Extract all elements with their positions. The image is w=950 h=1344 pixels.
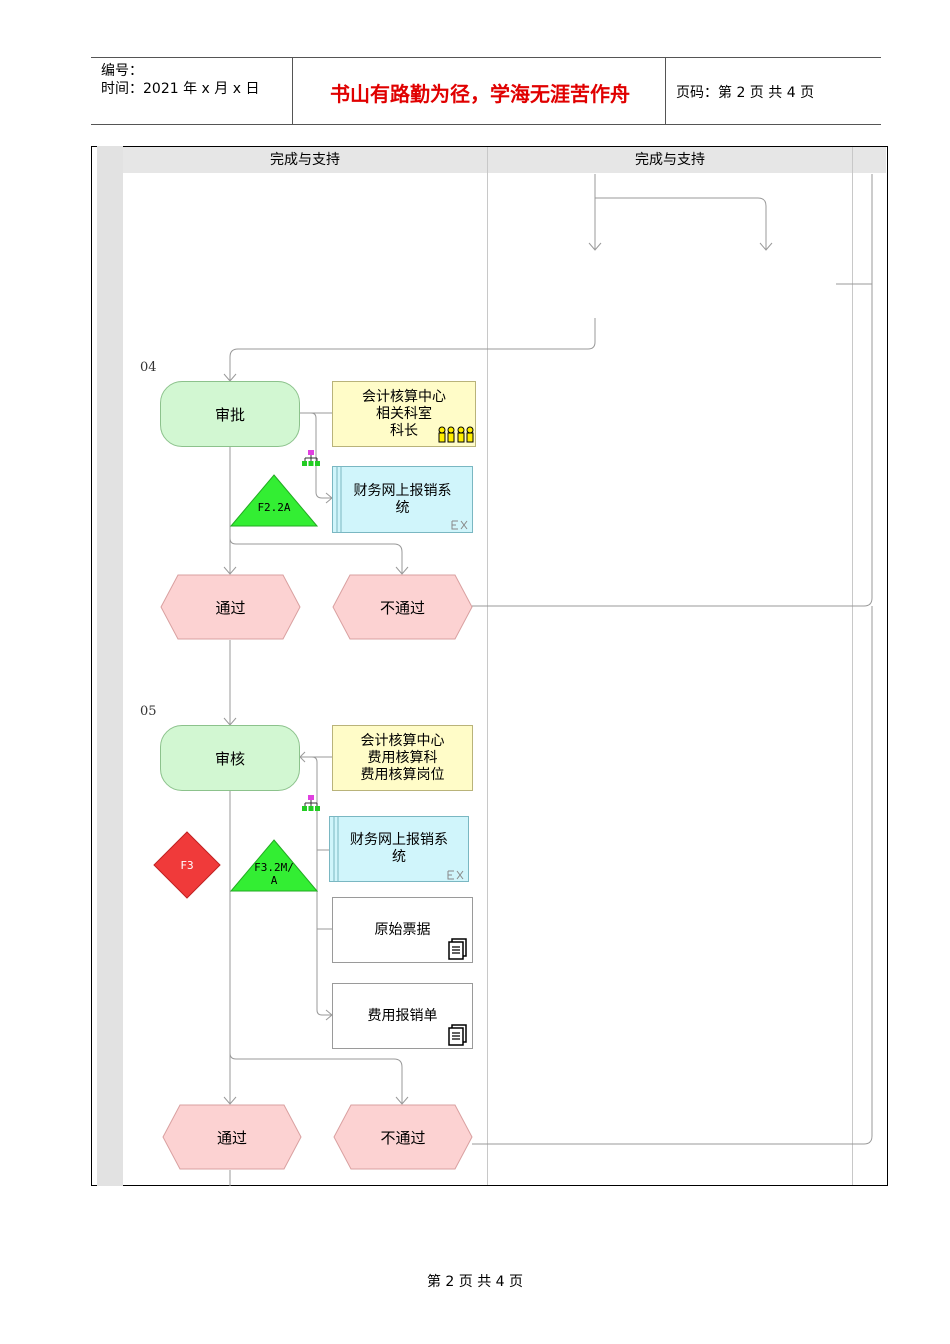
event-rejected[interactable]: 不通过 xyxy=(332,574,473,640)
motto-text: 书山有路勤为径，学海无涯苦作舟 xyxy=(330,82,630,106)
it-system-decoration xyxy=(336,466,342,533)
header-top-rule xyxy=(91,57,881,58)
document-time-label: 时间：2021 年 x 月 x 日 xyxy=(101,81,260,97)
event-label: 不通过 xyxy=(379,598,425,617)
lane-separator xyxy=(852,147,853,1185)
lane-header-3 xyxy=(853,147,886,173)
event-label: 通过 xyxy=(215,598,246,617)
document-label: 费用报销单 xyxy=(367,1007,438,1024)
kpi-triangle[interactable] xyxy=(230,839,318,892)
step-number: 05 xyxy=(140,704,157,719)
exit-icon xyxy=(447,870,464,880)
event-label: 不通过 xyxy=(380,1128,426,1147)
exit-icon xyxy=(451,520,468,530)
lane-header-1: 完成与支持 xyxy=(123,147,487,173)
org-unit-label: 会计核算中心 相关科室 科长 xyxy=(362,388,446,439)
it-system-box[interactable]: 财务网上报销系 统 xyxy=(329,816,469,882)
hierarchy-icon xyxy=(302,450,320,466)
document-number-label: 编号： xyxy=(101,63,143,79)
event-rejected[interactable]: 不通过 xyxy=(333,1104,473,1170)
it-system-box[interactable]: 财务网上报销系 统 xyxy=(332,466,473,533)
header-divider xyxy=(292,57,293,125)
step-number-gutter xyxy=(97,146,123,1186)
document-icon xyxy=(448,938,467,960)
event-shape xyxy=(332,574,473,640)
kpi-label: F3.2M/ A xyxy=(254,861,294,887)
function-approve[interactable]: 审批 xyxy=(160,381,300,447)
kpi-triangle[interactable] xyxy=(230,474,318,527)
it-system-label: 财务网上报销系 统 xyxy=(350,832,448,865)
people-group-icon xyxy=(438,426,474,443)
org-unit-label: 会计核算中心 费用核算科 费用核算岗位 xyxy=(360,732,445,783)
event-label: 通过 xyxy=(216,1128,247,1147)
document-label: 原始票据 xyxy=(374,921,431,938)
document-icon xyxy=(448,1024,467,1046)
page-footer: 第 2 页 共 4 页 xyxy=(426,1274,524,1290)
lane-separator xyxy=(487,147,488,1185)
event-passed[interactable]: 通过 xyxy=(160,574,301,640)
process-diagram-frame xyxy=(91,146,888,1186)
event-passed[interactable]: 通过 xyxy=(162,1104,302,1170)
it-system-decoration xyxy=(333,816,339,882)
header-divider xyxy=(665,57,666,125)
lane-header-2: 完成与支持 xyxy=(488,147,852,173)
event-shape xyxy=(160,574,301,640)
event-shape xyxy=(162,1104,302,1170)
event-shape xyxy=(333,1104,473,1170)
kpi-label: F2.2A xyxy=(257,501,291,514)
org-unit-box[interactable]: 会计核算中心 费用核算科 费用核算岗位 xyxy=(332,725,473,791)
hierarchy-icon xyxy=(302,795,320,811)
step-number: 04 xyxy=(140,360,157,375)
risk-label: F3 xyxy=(180,859,194,872)
it-system-label: 财务网上报销系 统 xyxy=(353,482,452,516)
risk-diamond[interactable] xyxy=(153,831,221,899)
header-bottom-rule xyxy=(91,124,881,125)
page-indicator: 页码：第 2 页 共 4 页 xyxy=(676,85,815,101)
function-review[interactable]: 审核 xyxy=(160,725,300,791)
